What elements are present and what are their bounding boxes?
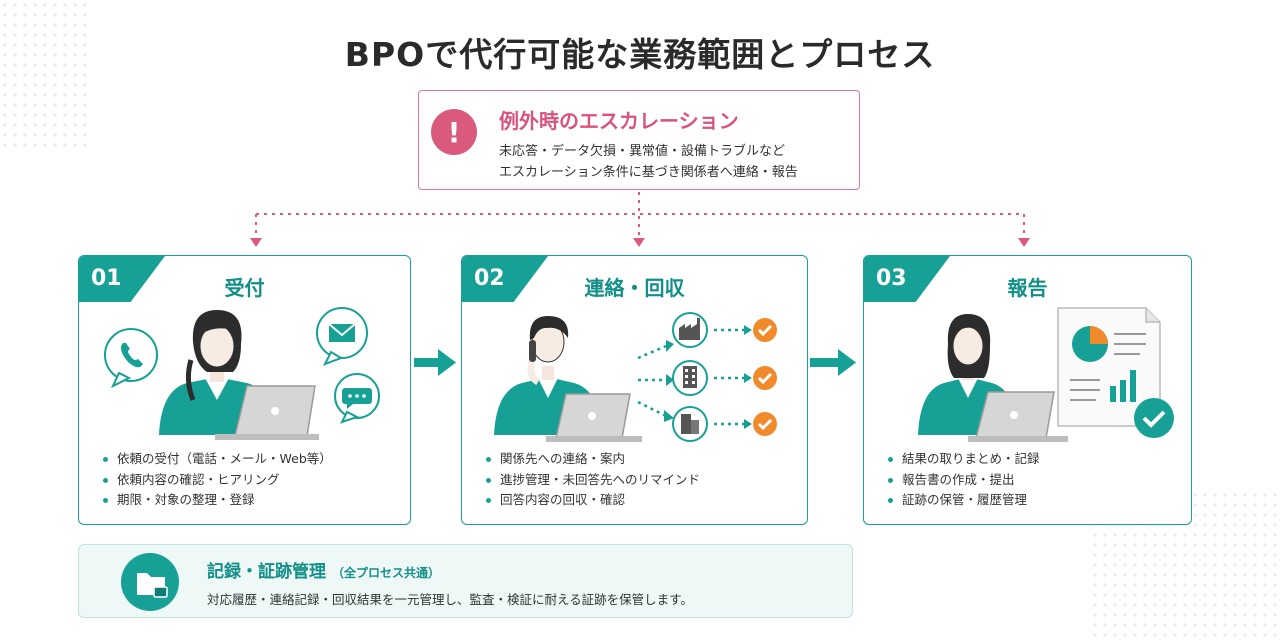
escalation-title: 例外時のエスカレーション [499, 109, 739, 133]
step-card-contact-collection: 02 連絡・回収 [461, 255, 808, 525]
check-icon [753, 318, 777, 342]
escalation-line-1: 未応答・データ欠損・異常値・設備トラブルなど [499, 144, 786, 159]
bullet-item: 回答内容の回収・確認 [484, 490, 700, 511]
escalation-box: ! 例外時のエスカレーション 未応答・データ欠損・異常値・設備トラブルなど エス… [418, 90, 860, 190]
page-title: BPOで代行可能な業務範囲とプロセス [344, 35, 936, 74]
decorative-dots-top-left [0, 0, 90, 150]
laptop-icon [215, 385, 319, 440]
chat-icon [334, 373, 380, 424]
record-title: 記録・証跡管理 （全プロセス共通） [207, 557, 440, 582]
bullet-item: 進捗管理・未回答先へのリマインド [484, 470, 700, 491]
report-document-icon [1057, 307, 1161, 427]
arrow-down-icon [250, 238, 262, 247]
step-bullets: 依頼の受付（電話・メール・Web等） 依頼内容の確認・ヒアリング 期限・対象の整… [101, 449, 332, 511]
record-description: 対応履歴・連絡記録・回収結果を一元管理し、監査・検証に耐える証跡を保管します。 [207, 592, 693, 607]
bullet-item: 依頼内容の確認・ヒアリング [101, 470, 332, 491]
check-icon [753, 412, 777, 436]
arrow-down-icon [1018, 238, 1030, 247]
bullet-item: 結果の取りまとめ・記録 [886, 449, 1040, 470]
bullet-item: 証跡の保管・履歴管理 [886, 490, 1040, 511]
report-illustration [918, 307, 1174, 442]
locked-folder-icon [137, 573, 168, 598]
step-number: 02 [474, 266, 505, 291]
record-title-text: 記録・証跡管理 [207, 562, 326, 582]
step-bullets: 結果の取りまとめ・記録 報告書の作成・提出 証跡の保管・履歴管理 [886, 449, 1040, 511]
record-icon-circle [121, 553, 179, 611]
arrow-right-icon [438, 349, 456, 376]
bullet-item: 報告書の作成・提出 [886, 470, 1040, 491]
bullet-item: 依頼の受付（電話・メール・Web等） [101, 449, 332, 470]
person-on-phone-icon [494, 316, 602, 435]
step-card-reception: 01 受付 [78, 255, 411, 525]
arrow-right-icon [838, 349, 856, 376]
mail-icon [316, 307, 368, 366]
step-card-report: 03 報告 [863, 255, 1192, 525]
record-subtitle: （全プロセス共通） [332, 566, 441, 580]
reception-illustration [104, 307, 380, 440]
phone-icon [104, 328, 158, 389]
laptop-icon [968, 391, 1068, 442]
check-icon [753, 366, 777, 390]
record-management-box: 記録・証跡管理 （全プロセス共通） 対応履歴・連絡記録・回収結果を一元管理し、監査… [78, 544, 853, 618]
step-title: 報告 [1007, 276, 1048, 300]
exclamation-icon: ! [431, 109, 477, 155]
bullet-item: 関係先への連絡・案内 [484, 449, 700, 470]
check-icon [1134, 398, 1174, 438]
step-bullets: 関係先への連絡・案内 進捗管理・未回答先へのリマインド 回答内容の回収・確認 [484, 449, 700, 511]
step-number: 03 [876, 266, 907, 291]
factory-icon [672, 312, 708, 348]
step-title: 連絡・回収 [584, 276, 685, 300]
bullet-item: 期限・対象の整理・登録 [101, 490, 332, 511]
step-number: 01 [91, 266, 122, 291]
office-building-icon [672, 360, 708, 396]
contact-illustration [494, 312, 777, 442]
shop-building-icon [672, 406, 708, 442]
arrow-down-icon [633, 238, 645, 247]
step-title: 受付 [224, 276, 265, 300]
escalation-line-2: エスカレーション条件に基づき関係者へ連絡・報告 [499, 165, 798, 180]
laptop-icon [546, 393, 642, 442]
